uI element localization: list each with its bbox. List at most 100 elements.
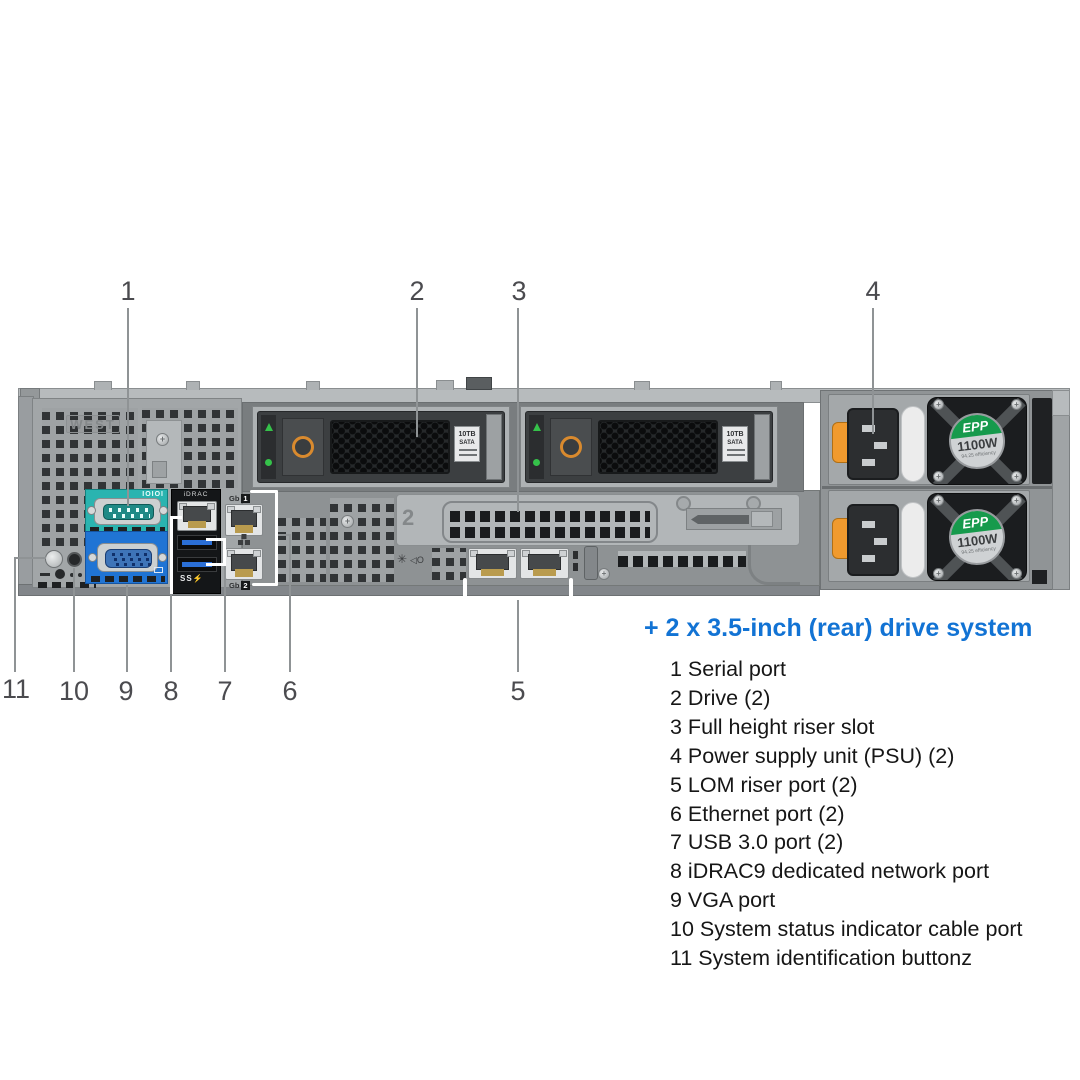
psu-handle	[901, 406, 925, 482]
chassis-tab	[770, 381, 782, 390]
lom-detail-dash	[573, 563, 578, 571]
serial-vent-dashes	[90, 527, 165, 532]
callout-line-10	[73, 568, 75, 672]
mid-screw: +	[341, 515, 354, 528]
callout-bracket-7	[206, 563, 226, 566]
psu-1: EPP 1100W 94.25 efficiency + + + +	[828, 394, 1030, 485]
vga-icon	[154, 567, 163, 573]
callout-line-9	[126, 585, 128, 672]
callout-bracket-5	[569, 578, 573, 599]
lom-port-2	[520, 548, 569, 579]
drive-grille	[330, 420, 450, 474]
nic-label-text: Gb	[229, 494, 240, 503]
callout-num-4: 4	[865, 276, 881, 306]
vga-screw	[88, 553, 97, 562]
callout-bracket-5	[463, 578, 467, 599]
serial-screw	[159, 506, 168, 515]
chassis-tab	[436, 380, 454, 390]
caption-list: 1 Serial port 2 Drive (2) 3 Full height …	[670, 655, 1023, 973]
psu-c14-inlet	[847, 504, 899, 576]
psu-screw: +	[1011, 471, 1022, 482]
riser-hole	[676, 496, 691, 511]
callout-line-8	[170, 516, 173, 594]
riser-emboss-num: 2	[402, 505, 417, 530]
riser-vent-holes	[450, 506, 650, 538]
callout-line-5	[517, 600, 519, 672]
callout-num-8: 8	[163, 676, 179, 706]
ethernet-port-2	[225, 548, 263, 580]
callout-num-5: 5	[510, 676, 526, 706]
caption-item: 7 USB 3.0 port (2)	[670, 830, 844, 855]
caption-item: 1 Serial port	[670, 657, 786, 681]
chassis-tab	[94, 381, 112, 390]
drive-power-led	[265, 459, 272, 466]
psu-screw: +	[1011, 568, 1022, 579]
caption-title: + 2 x 3.5-inch (rear) drive system	[644, 614, 1033, 642]
info-icon	[78, 573, 82, 577]
lom-screw: +	[598, 568, 610, 580]
psu-screw: +	[1011, 495, 1022, 506]
chassis-right-wall	[1052, 390, 1070, 590]
lom-detail-dash	[573, 551, 578, 559]
drive-release-button	[550, 418, 592, 476]
caption-item: 5 LOM riser port (2)	[670, 772, 858, 797]
nic2-num: 2	[241, 581, 250, 590]
lom-vent-strip	[618, 551, 746, 567]
psu-2: EPP 1100W 94.25 efficiency + + + +	[828, 490, 1030, 582]
chassis-right-notch	[1052, 390, 1070, 416]
psu-handle	[901, 502, 925, 578]
drive-power-led	[533, 459, 540, 466]
psu-screw: +	[1011, 399, 1022, 410]
vga-vent-dashes	[91, 576, 165, 582]
caption-item: 8 iDRAC9 dedicated network port	[670, 859, 990, 884]
callout-line-2	[416, 308, 418, 437]
psu-fan: EPP 1100W 94.25 efficiency	[927, 493, 1027, 581]
callout-line-4	[872, 308, 874, 434]
callout-line-3	[517, 308, 519, 512]
drive-grille	[598, 420, 718, 474]
drive-interface: SATA	[727, 440, 743, 446]
drive-activity-led	[533, 423, 541, 431]
drive-led-strip	[261, 415, 276, 479]
chassis-tab	[306, 381, 320, 390]
callout-num-3: 3	[511, 276, 527, 306]
callout-num-11: 11	[1, 674, 31, 704]
callout-bracket-5	[463, 596, 573, 600]
callout-num-9: 9	[118, 676, 134, 706]
callout-num-6: 6	[282, 676, 298, 706]
callout-num-10: 10	[58, 676, 90, 706]
info-icon	[70, 573, 74, 577]
caption-item: 11 System identification buttonz	[670, 946, 972, 971]
info-icon	[40, 573, 50, 576]
left-vent-dashes	[38, 582, 96, 588]
psu-release-clip	[832, 518, 848, 559]
caption-item: 6 Ethernet port (2)	[670, 801, 845, 826]
chassis-tab	[186, 381, 200, 390]
serial-port-label: IOIOI	[142, 491, 164, 498]
callout-line-6	[278, 534, 291, 536]
callout-line-7	[224, 566, 226, 672]
drive-2: 10TB SATA	[520, 406, 778, 488]
caption-item: 3 Full height riser slot	[670, 714, 875, 739]
psu-screw: +	[933, 471, 944, 482]
caption-item: 9 VGA port	[670, 888, 776, 913]
drive-capacity: 10TB	[458, 431, 476, 438]
drive-interface: SATA	[459, 440, 475, 446]
callout-bracket-7	[223, 538, 226, 566]
drive-capacity: 10TB	[726, 431, 744, 438]
chassis-connector-tab	[466, 377, 492, 390]
knockout-screw: +	[156, 433, 169, 446]
lom-icon-right: ◁O	[410, 555, 424, 565]
psu-fan: EPP 1100W 94.25 efficiency	[927, 397, 1027, 485]
drive-label-sticker: 10TB SATA	[722, 426, 748, 462]
drive-1: 10TB SATA	[252, 406, 510, 488]
chassis-corner-bracket	[748, 545, 800, 585]
psu-screw: +	[933, 399, 944, 410]
drive-label-sticker: 10TB SATA	[454, 426, 480, 462]
callout-num-1: 1	[120, 276, 136, 306]
callout-line-11	[14, 557, 16, 672]
idrac-usb-panel: iDRAC SS⚡	[171, 489, 221, 594]
drive-activity-led	[265, 423, 273, 431]
nic1-num: 1	[241, 494, 250, 503]
